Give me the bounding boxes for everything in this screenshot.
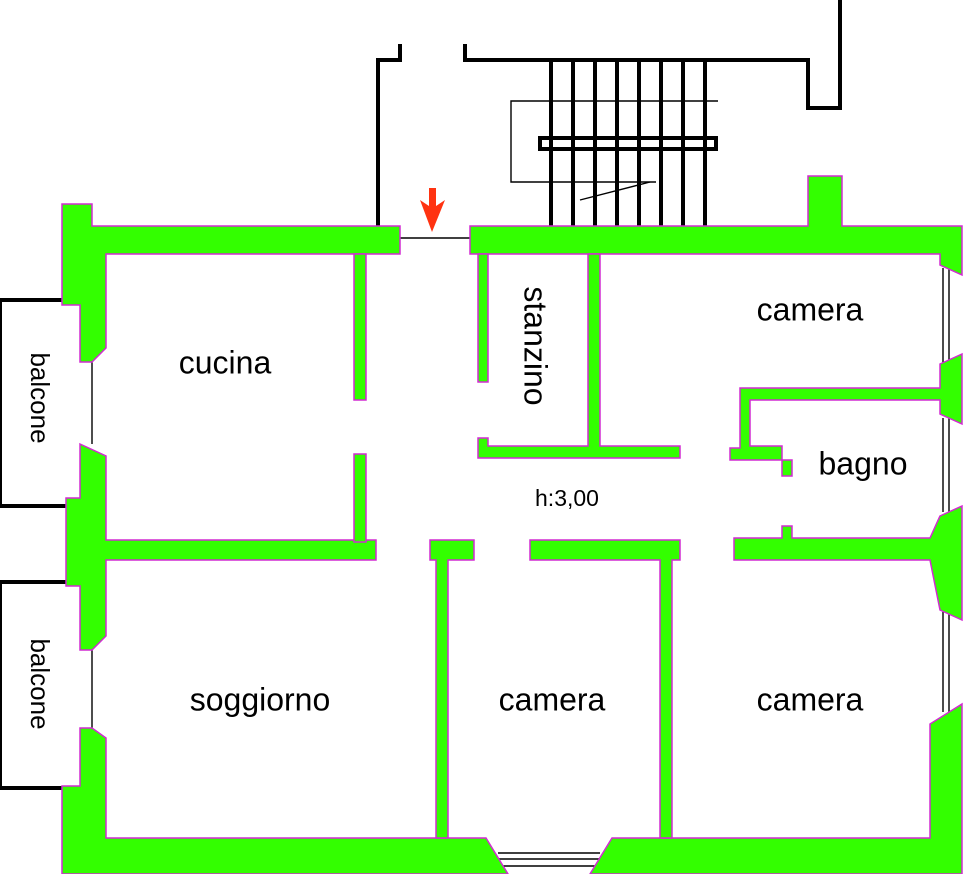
corridor-wall-right	[529, 539, 681, 839]
room-label-bagno: bagno	[819, 445, 908, 481]
balcony-bottom-label: balcone	[25, 638, 55, 729]
exterior-wall-bottom-left	[61, 727, 509, 874]
room-label-camera-middle: camera	[499, 681, 606, 717]
kitchen-wall-lower	[353, 453, 367, 543]
room-label-soggiorno: soggiorno	[190, 681, 331, 717]
room-label-stanzino: stanzino	[518, 286, 554, 405]
room-label-cucina: cucina	[179, 344, 272, 380]
exterior-wall-left-middle	[65, 442, 377, 651]
exterior-wall-top-right	[469, 175, 963, 277]
room-label-camera-right: camera	[757, 681, 864, 717]
stairwell	[376, 0, 842, 226]
stanzino-wall-left	[477, 253, 489, 383]
kitchen-wall-upper	[353, 253, 367, 401]
room-label-camera-top: camera	[757, 291, 864, 327]
balcony-top: balcone	[0, 298, 66, 508]
exterior-pier-right-1	[729, 352, 963, 477]
exterior-wall-bottom-right	[589, 702, 963, 874]
ceiling-height-label: h:3,00	[535, 485, 599, 511]
exterior-wall-top-left	[61, 203, 401, 363]
entrance-arrow-icon	[420, 188, 445, 232]
walls	[61, 175, 963, 874]
balcony-top-label: balcone	[25, 352, 55, 443]
corridor-wall-left	[429, 539, 475, 839]
exterior-pier-right-2	[733, 504, 963, 622]
balcony-bottom: balcone	[0, 580, 66, 790]
stanzino-wall-bottom	[477, 253, 681, 459]
